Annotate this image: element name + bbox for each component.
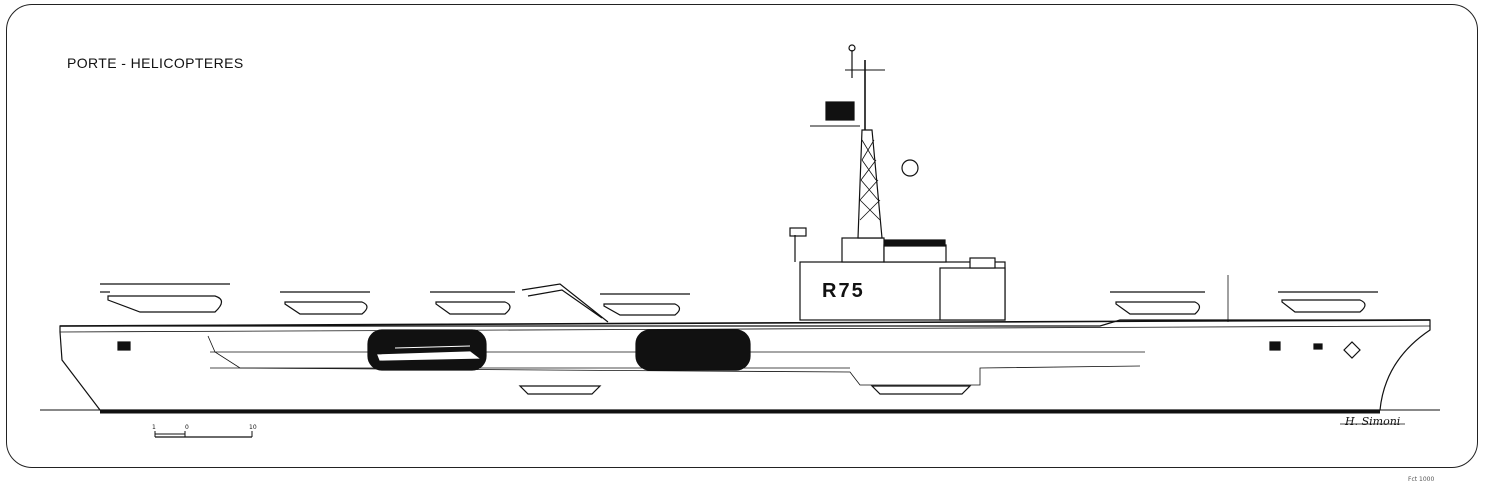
artist-signature: H. Simoni xyxy=(1345,415,1401,428)
hangar-helicopter xyxy=(377,351,480,361)
hangar-aft-cutaway xyxy=(635,329,751,371)
helicopter-3 xyxy=(430,291,515,315)
helicopter-6 xyxy=(1278,291,1378,313)
pennant-number: R75 xyxy=(822,280,865,302)
helicopter-2 xyxy=(280,291,370,315)
scale-label-zero: 0 xyxy=(185,424,189,431)
boat-fwd xyxy=(870,385,972,395)
helicopter-5 xyxy=(1110,291,1205,315)
helicopter-4 xyxy=(600,293,690,316)
helicopter-1 xyxy=(100,283,230,313)
crane xyxy=(521,283,609,323)
radar-dome xyxy=(901,159,919,177)
boat-aft xyxy=(518,385,602,395)
radar-antenna xyxy=(825,101,855,121)
scale-label-end: 10 xyxy=(249,424,257,431)
footnote: Fct 1000 xyxy=(1408,476,1435,483)
scale-bar xyxy=(154,431,253,438)
drawing-frame xyxy=(6,4,1478,468)
hangar-forward-cutaway xyxy=(367,329,487,371)
scale-label-start: 1 xyxy=(152,424,156,431)
drawing-title: PORTE - HELICOPTERES xyxy=(67,55,244,71)
hull-emblem xyxy=(1343,341,1361,359)
flight-deck xyxy=(59,319,1431,327)
